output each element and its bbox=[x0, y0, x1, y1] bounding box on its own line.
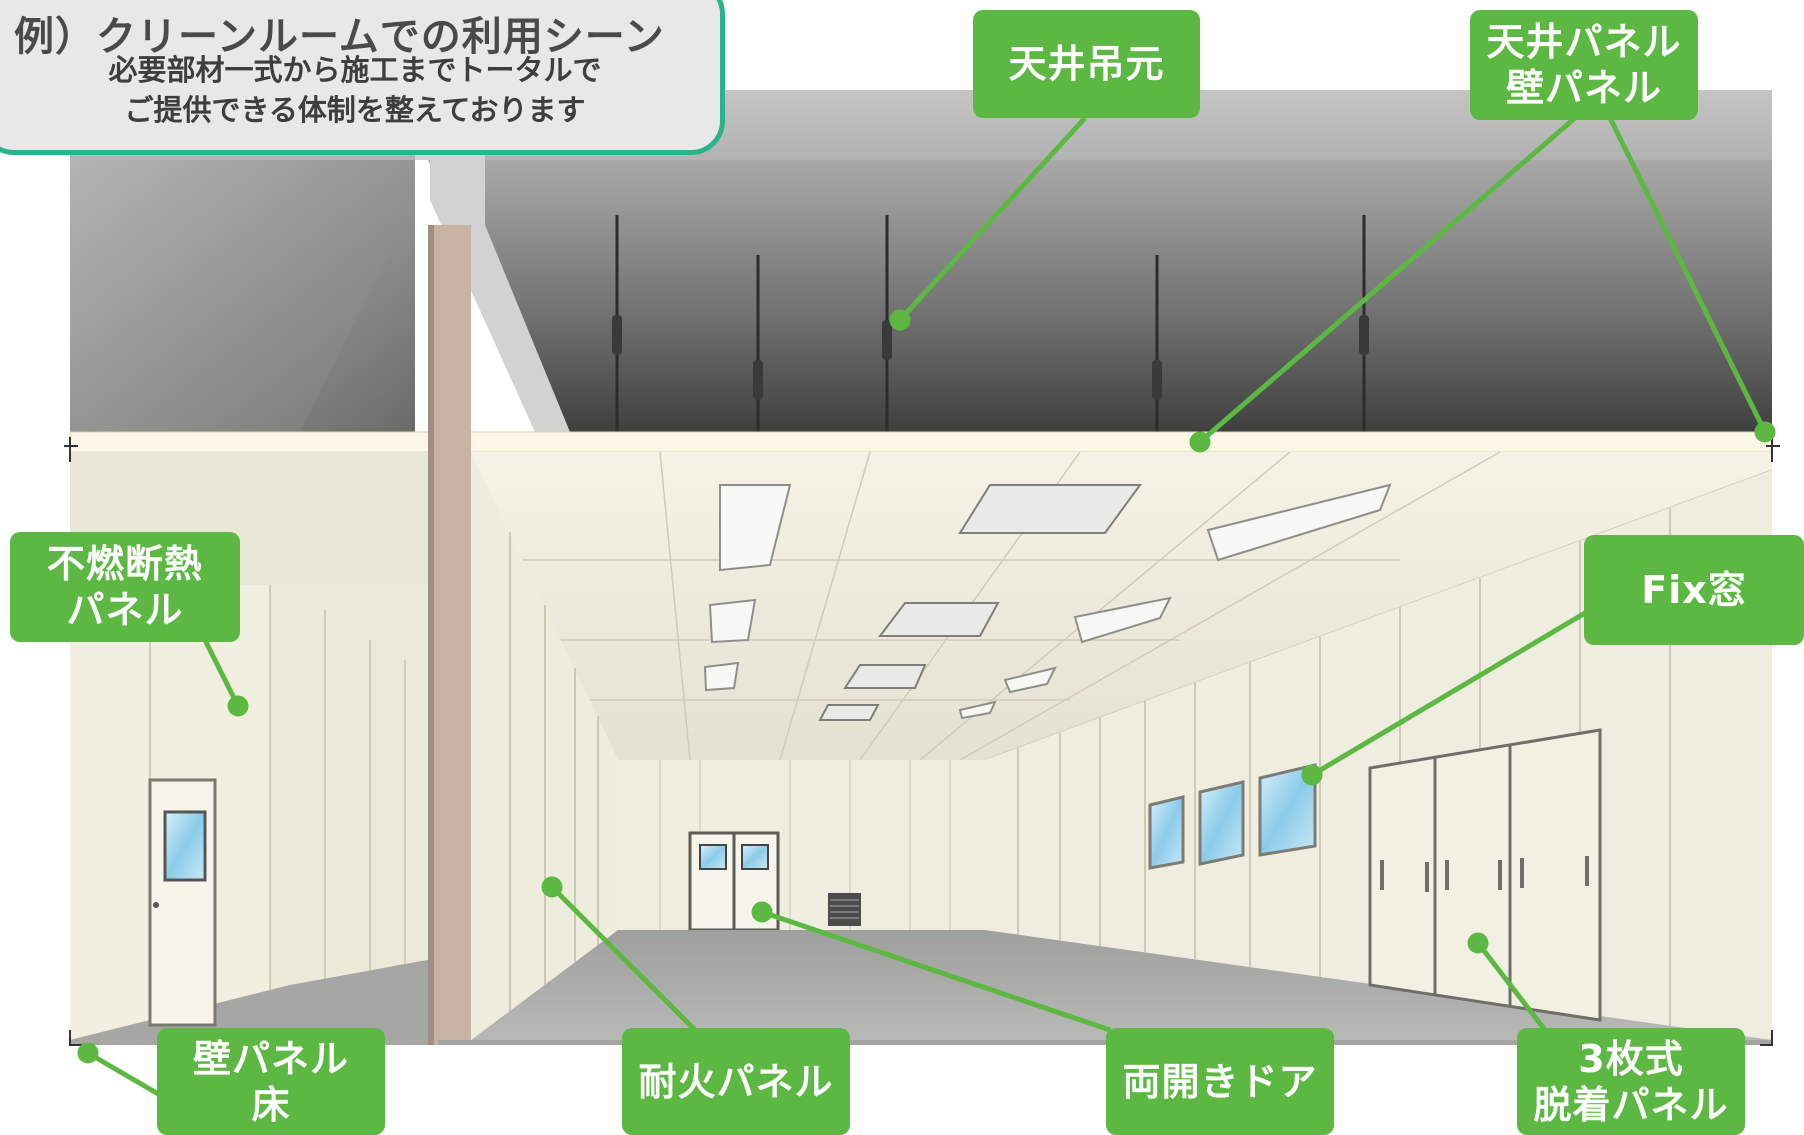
label-three-panel-text-1: 3枚式 bbox=[1578, 1036, 1684, 1081]
fix-windows bbox=[1148, 763, 1317, 870]
label-wall-panel-text: 壁パネル bbox=[1505, 66, 1662, 110]
ceiling-lights bbox=[703, 483, 1392, 720]
ceiling-plenum-left bbox=[70, 160, 415, 432]
ceiling-beam bbox=[415, 90, 570, 432]
label-fireproof-panel-text: 耐火パネル bbox=[638, 1059, 834, 1104]
main-room-ceiling bbox=[471, 452, 1772, 760]
label-double-door: 両開きドア bbox=[1106, 1028, 1334, 1135]
label-ceiling-hanger: 天井吊元 bbox=[973, 10, 1200, 118]
title-box bbox=[0, 0, 725, 155]
label-three-panel-text-2: 脱着パネル bbox=[1533, 1082, 1729, 1127]
label-ceiling-hanger-text: 天井吊元 bbox=[1008, 42, 1165, 86]
ceiling-plenum-right bbox=[428, 160, 1772, 432]
main-room-floor bbox=[471, 930, 1772, 1040]
label-ceiling-wall-panel: 天井パネル 壁パネル bbox=[1470, 10, 1698, 120]
label-floor-text: 床 bbox=[251, 1082, 291, 1127]
leader-lines bbox=[77, 116, 1776, 1098]
label-nonflammable-text-1: 不燃断熱 bbox=[46, 542, 203, 586]
label-three-panel: 3枚式 脱着パネル bbox=[1517, 1028, 1745, 1135]
label-nonflammable-panel: 不燃断熱 パネル bbox=[10, 532, 240, 642]
main-room-back-wall bbox=[618, 760, 985, 930]
label-ceiling-panel-text: 天井パネル bbox=[1486, 20, 1682, 64]
three-panel-detachable bbox=[1368, 728, 1602, 1022]
page-title: 例）クリーンルームでの利用シーン bbox=[14, 14, 665, 60]
label-wall-panel-floor: 壁パネル 床 bbox=[157, 1028, 385, 1135]
subtitle-line-2: ご提供できる体制を整えております bbox=[124, 93, 586, 127]
page-subtitle: 必要部材一式から施工までトータルで ご提供できる体制を整えております bbox=[60, 50, 650, 130]
label-fix-window-text: Fix窓 bbox=[1641, 568, 1747, 612]
label-fix-window: Fix窓 bbox=[1584, 535, 1804, 645]
label-nonflammable-text-2: パネル bbox=[66, 588, 184, 632]
label-double-door-text: 両開きドア bbox=[1122, 1059, 1318, 1104]
label-fireproof-panel: 耐火パネル bbox=[622, 1028, 850, 1135]
structural-column bbox=[433, 225, 471, 1045]
subtitle-line-1: 必要部材一式から施工までトータルで bbox=[108, 53, 602, 87]
ceiling-panel-band bbox=[69, 431, 1773, 453]
label-wall-panel-text-2: 壁パネル bbox=[192, 1036, 349, 1081]
ceiling-vents bbox=[818, 484, 1142, 721]
